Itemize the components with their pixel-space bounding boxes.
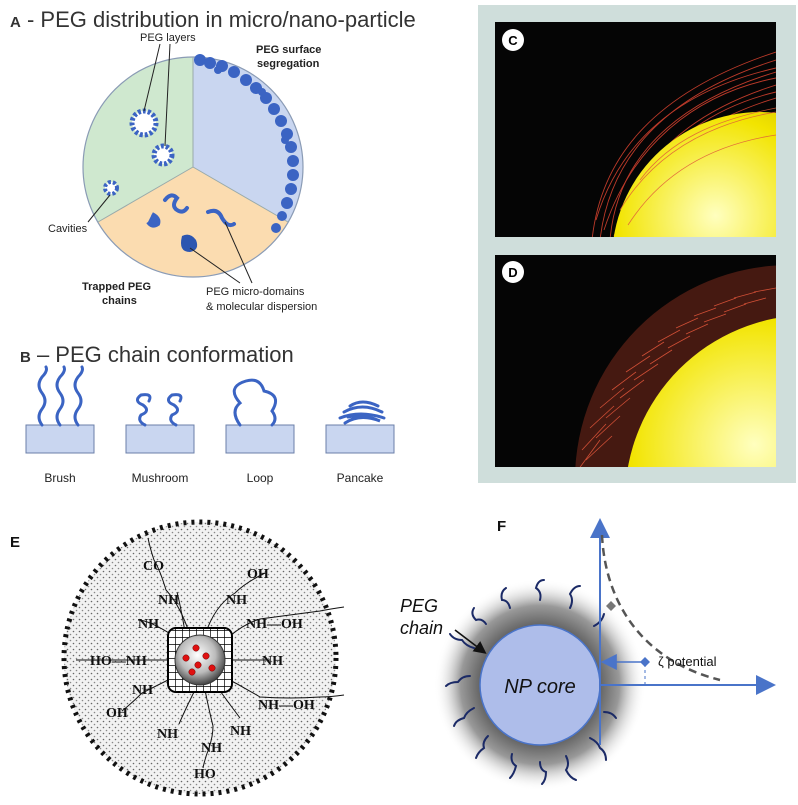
group-oh: OH xyxy=(247,567,269,582)
np-core-label: NP core xyxy=(504,676,576,698)
brush-chains xyxy=(37,365,84,427)
label-micro-domains: & molecular dispersion xyxy=(206,301,317,313)
peg-surface-beads xyxy=(194,54,299,233)
group-nh: NH xyxy=(138,617,159,632)
panel-c: C xyxy=(495,22,776,237)
trapped-peg-chain xyxy=(206,208,236,228)
pie-divider xyxy=(97,166,194,223)
group-nh-oh: NH—OH xyxy=(246,617,303,632)
pancake-chain xyxy=(338,400,386,425)
group-nh: NH xyxy=(201,741,222,756)
label-cavities: Cavities xyxy=(48,223,88,235)
group-ho-nh: HO—NH xyxy=(90,654,147,669)
panel-b: B – PEG chain conformation Brush xyxy=(20,342,395,485)
group-oh: OH xyxy=(106,706,128,721)
nanoparticle-core xyxy=(174,634,226,686)
panel-a: A - PEG distribution in micro/nano-parti… xyxy=(10,7,416,313)
label-trapped-peg: chains xyxy=(102,295,137,307)
panel-d-badge xyxy=(502,261,524,283)
group-nh: NH xyxy=(226,593,247,608)
label-pancake: Pancake xyxy=(337,471,384,485)
pie-sector-surface xyxy=(193,57,303,222)
panel-e-groups: CO OH NH NH NH NH—OH HO—NH NH NH NH—OH O… xyxy=(90,559,315,782)
loop-chain xyxy=(232,378,278,427)
group-nh: NH xyxy=(157,727,178,742)
group-nh: NH xyxy=(230,724,251,739)
label-surface-segregation: segregation xyxy=(257,58,320,70)
panel-a-leader-lines xyxy=(87,43,253,284)
label-brush: Brush xyxy=(44,471,75,485)
pie-divider xyxy=(192,166,289,223)
panel-e-letter: E xyxy=(10,534,20,551)
panel-c-letter: C xyxy=(508,33,518,48)
panel-f: F NP core PEG chain xyxy=(400,518,776,791)
peg-mushroom-overlay xyxy=(619,107,776,226)
mushroom-chains xyxy=(136,393,183,427)
zeta-potential-label: ζ potential xyxy=(658,654,717,669)
peg-chains xyxy=(445,579,617,785)
panel-b-title: B – PEG chain conformation xyxy=(20,342,294,367)
panel-e: E CO OH NH NH NH xyxy=(10,519,345,797)
peg-micro-domain xyxy=(181,234,198,252)
label-trapped-peg: Trapped PEG xyxy=(82,281,151,293)
peg-chain-label: PEG xyxy=(400,596,438,616)
group-nh: NH xyxy=(262,654,283,669)
peg-chain-label: chain xyxy=(400,618,443,638)
peg-strands xyxy=(76,537,345,769)
stern-marker xyxy=(606,601,616,611)
nanoparticle-sphere xyxy=(613,112,776,237)
group-nh: NH xyxy=(158,593,179,608)
trapped-peg-chain xyxy=(146,212,161,228)
panel-d-letter: D xyxy=(508,265,517,280)
peg-chain-arrow xyxy=(454,629,487,654)
label-loop: Loop xyxy=(247,471,274,485)
potential-decay-curve xyxy=(600,534,721,682)
cavity-ring xyxy=(103,180,119,196)
pie-sector-trapped xyxy=(98,167,288,277)
label-micro-domains: PEG micro-domains xyxy=(206,286,305,298)
nanoparticle-sphere xyxy=(627,318,776,467)
peg-layer-ring xyxy=(151,143,175,167)
substrate-blocks xyxy=(25,424,395,454)
group-nh-oh: NH—OH xyxy=(258,698,315,713)
group-ho: HO xyxy=(194,767,216,782)
peg-brush-strands xyxy=(579,287,776,467)
panel-a-title: A - PEG distribution in micro/nano-parti… xyxy=(10,7,416,32)
panel-c-badge xyxy=(502,29,524,51)
label-mushroom: Mushroom xyxy=(132,471,189,485)
label-surface-segregation: PEG surface xyxy=(256,44,321,56)
drug-dots xyxy=(182,644,216,676)
trapped-peg-chain xyxy=(163,193,189,214)
shear-plane-marker xyxy=(640,657,650,667)
panel-f-letter: F xyxy=(497,518,506,535)
label-peg-layers: PEG layers xyxy=(140,32,196,44)
peg-layer-ring xyxy=(129,108,159,138)
panel-d: D xyxy=(495,255,776,467)
group-nh: NH xyxy=(132,683,153,698)
group-co: CO xyxy=(143,559,164,574)
